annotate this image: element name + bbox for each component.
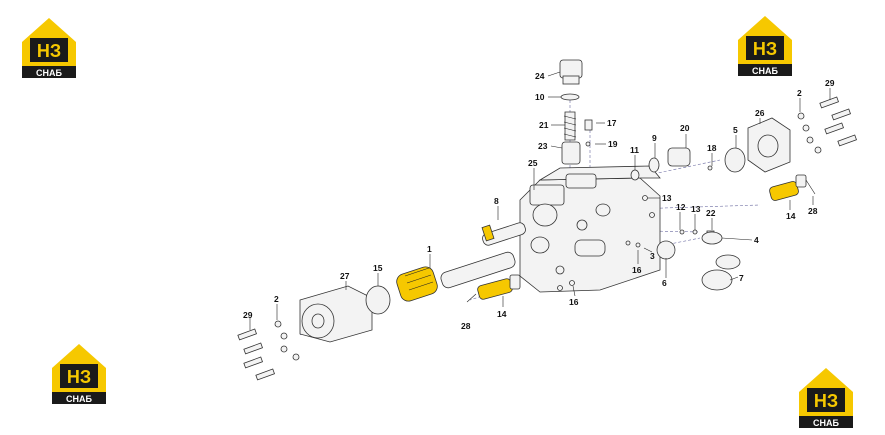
callout-22: 22 [706,208,716,218]
callout-labels: 24 10 21 17 23 19 11 9 20 5 18 26 2 29 2… [243,71,835,331]
callout-11: 11 [630,145,639,155]
callout-3: 3 [650,251,655,261]
callout-16-left: 16 [569,297,579,307]
callout-17: 17 [607,118,617,128]
callout-leaders [249,71,831,330]
logo-letters: НЗ [67,367,91,387]
callout-4: 4 [754,235,759,245]
logo-word: СНАБ [813,418,839,428]
callout-18: 18 [707,143,717,153]
solenoid-right [769,174,816,201]
callout-29-left: 29 [243,310,253,320]
logo-word: СНАБ [66,394,92,404]
callout-6: 6 [662,278,667,288]
logo-letters: НЗ [753,39,777,59]
spool-8 [481,222,526,246]
spool-1 [396,251,516,302]
callout-19: 19 [608,139,618,149]
callout-9: 9 [652,133,657,143]
end-cap-27 [299,285,373,343]
callout-2-left: 2 [274,294,279,304]
callout-23: 23 [538,141,548,151]
brand-logo-top-left: НЗ СНАБ [18,14,80,80]
callout-24: 24 [535,71,545,81]
brand-logo-top-right: НЗ СНАБ [734,12,796,78]
logo-letters: НЗ [37,41,61,61]
callout-7: 7 [739,273,744,283]
callout-5: 5 [733,125,738,135]
logo-letters: НЗ [814,391,838,411]
top-plug-assembly [559,59,593,165]
callout-13-upper: 13 [662,193,672,203]
logo-word: СНАБ [752,66,778,76]
callout-28-left: 28 [461,321,471,331]
brand-logo-bottom-left: НЗ СНАБ [48,340,110,406]
callout-13-lower: 13 [691,204,701,214]
callout-29-right: 29 [825,78,835,88]
callout-20: 20 [680,123,690,133]
callout-16-right: 16 [632,265,642,275]
callout-25: 25 [528,158,538,168]
callout-28-right: 28 [808,206,818,216]
right-parts [625,96,857,291]
solenoid-left [477,274,521,300]
callout-12: 12 [676,202,686,212]
left-parts [237,222,575,381]
valve-body [519,165,661,293]
bolts-right [797,96,857,154]
bolts-left [237,320,300,381]
callout-15: 15 [373,263,383,273]
callout-27: 27 [340,271,350,281]
brand-logo-bottom-right: НЗ СНАБ [795,364,857,430]
logo-word: СНАБ [36,68,62,78]
callout-8: 8 [494,196,499,206]
callout-21: 21 [539,120,549,130]
callout-2-right: 2 [797,88,802,98]
callout-26: 26 [755,108,765,118]
callout-1: 1 [427,244,432,254]
callout-10: 10 [535,92,545,102]
callout-14-left: 14 [497,309,507,319]
callout-14-right: 14 [786,211,796,221]
